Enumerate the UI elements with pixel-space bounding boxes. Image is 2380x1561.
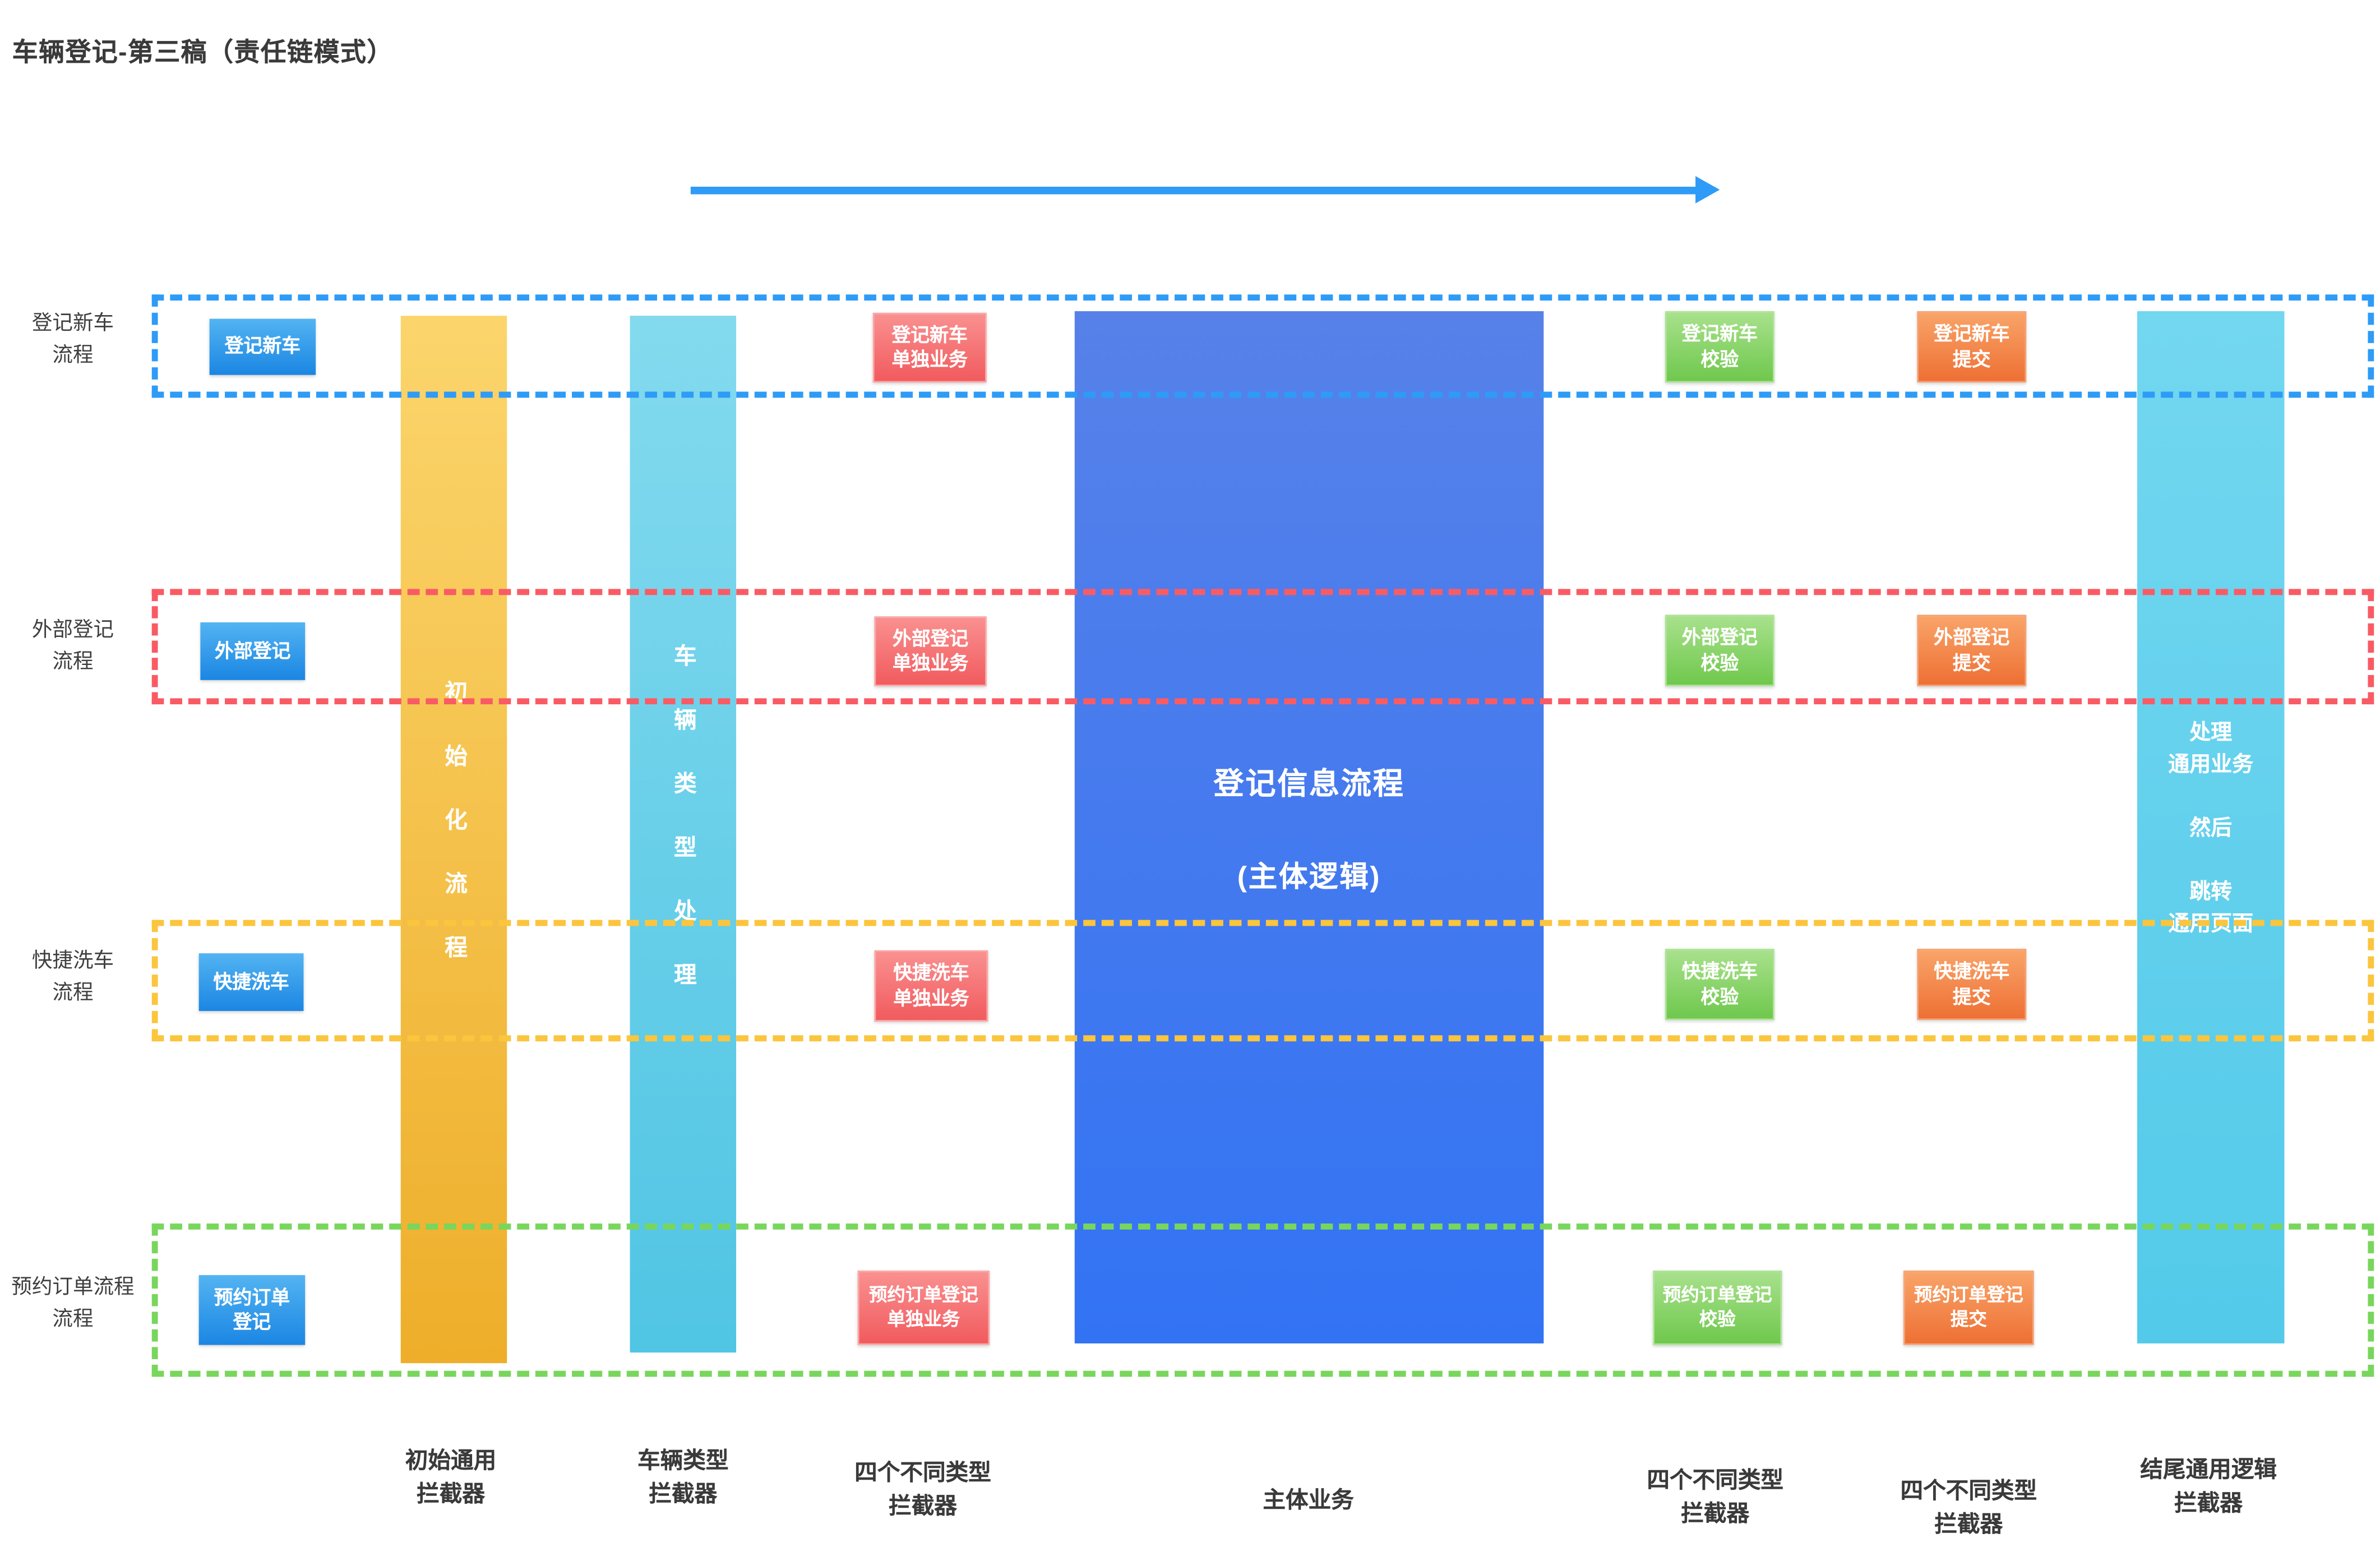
check-box-register-new-car: 登记新车 校验 [1665,311,1774,383]
submit-box-reservation-order: 预约订单登记 提交 [1903,1271,2034,1345]
check-box-external-register: 外部登记 校验 [1665,615,1774,686]
init-process-column-label: 初始化流程 [441,680,468,999]
solo-business-box-quick-wash: 快捷洗车 单独业务 [874,950,988,1022]
submit-box-quick-wash: 快捷洗车 提交 [1917,949,2027,1020]
vehicle-type-column-label: 车辆类型处理 [671,643,697,1026]
lane-label-reservation-order: 预约订单流程 流程 [11,1275,135,1330]
solo-business-box-external-register: 外部登记 单独业务 [874,616,987,686]
entry-box-quick-wash: 快捷洗车 [198,953,304,1012]
caption-vehicle-type-interceptor: 车辆类型 拦截器 [637,1448,729,1507]
lane-label-register-new-car: 登记新车 流程 [31,311,114,366]
vehicle-type-column: 车辆类型处理 [630,316,737,1353]
caption-main-business: 主体业务 [1263,1488,1354,1514]
solo-business-box-register-new-car: 登记新车 单独业务 [872,312,987,383]
solo-business-box-reservation-order: 预约订单登记 单独业务 [857,1271,990,1345]
flow-direction-arrow-line [690,186,1697,195]
lane-label-external-register: 外部登记 流程 [31,617,114,673]
caption-four-type-interceptor-check: 四个不同类型 拦截器 [1647,1467,1784,1527]
caption-four-type-interceptor-submit: 四个不同类型 拦截器 [1900,1478,2037,1537]
entry-box-register-new-car: 登记新车 [209,318,316,375]
caption-four-type-interceptor-solo: 四个不同类型 拦截器 [854,1460,991,1520]
check-box-quick-wash: 快捷洗车 校验 [1665,949,1774,1020]
init-process-column: 初始化流程 [400,316,507,1364]
caption-tail-common-logic-interceptor: 结尾通用逻辑 拦截器 [2140,1457,2277,1516]
lane-label-quick-wash: 快捷洗车 流程 [31,949,114,1004]
entry-box-external-register: 外部登记 [200,622,306,680]
tail-common-logic-column: 处理 通用业务 然后 跳转 通用页面 [2137,311,2285,1343]
submit-box-external-register: 外部登记 提交 [1917,615,2027,686]
page-title: 车辆登记-第三稿（责任链模式） [12,38,394,67]
flow-direction-arrow-head-icon [1695,176,1720,204]
check-box-reservation-order: 预约订单登记 校验 [1653,1271,1782,1345]
tail-common-logic-column-label: 处理 通用业务 然后 跳转 通用页面 [2168,718,2253,935]
entry-box-reservation-order: 预约订单 登记 [198,1275,306,1345]
caption-init-common-interceptor: 初始通用 拦截器 [405,1448,497,1507]
submit-box-register-new-car: 登记新车 提交 [1917,311,2027,383]
main-logic-column-subtitle: (主体逻辑) [1237,862,1381,894]
main-logic-column-title: 登记信息流程 [1213,768,1405,802]
main-logic-column: 登记信息流程 (主体逻辑) [1074,311,1544,1343]
